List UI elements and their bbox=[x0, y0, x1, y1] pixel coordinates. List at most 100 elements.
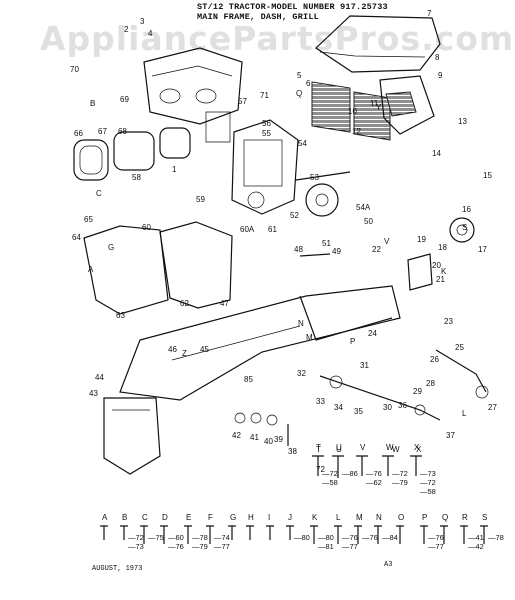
hardware-letter: T bbox=[316, 443, 321, 452]
hardware-ref: —76 bbox=[362, 533, 378, 542]
callout-label: 54 bbox=[298, 139, 307, 148]
hardware-ref: —58 bbox=[322, 478, 338, 487]
hardware-ref: —77 bbox=[342, 542, 358, 551]
hardware-letter: J bbox=[288, 513, 292, 522]
callout-label: 23 bbox=[444, 317, 453, 326]
callout-label: 42 bbox=[232, 431, 241, 440]
hardware-letter: V bbox=[360, 443, 366, 452]
grill-panels bbox=[311, 75, 435, 141]
callout-label: W bbox=[392, 445, 400, 454]
hardware-ref: —76 bbox=[366, 469, 382, 478]
callout-label: 22 bbox=[372, 245, 381, 254]
callout-label: L bbox=[462, 409, 467, 418]
callout-label: 71 bbox=[260, 91, 269, 100]
callout-label: G bbox=[108, 243, 115, 252]
hood-part bbox=[315, 15, 441, 73]
callout-label: 33 bbox=[316, 397, 325, 406]
callout-label: 28 bbox=[426, 379, 435, 388]
callout-label: 1 bbox=[172, 165, 177, 174]
callout-label: X bbox=[416, 445, 422, 454]
hardware-top-row bbox=[312, 455, 422, 478]
diagram-title: ST/12 TRACTOR-MODEL NUMBER 917.25733 bbox=[197, 2, 388, 12]
callout-label: 55 bbox=[262, 129, 271, 138]
hardware-ref: —84 bbox=[382, 533, 398, 542]
callout-label: 12 bbox=[352, 127, 361, 136]
hardware-ref: —78 bbox=[488, 533, 504, 542]
hardware-ref: —75 bbox=[148, 533, 164, 542]
callout-label: 57 bbox=[238, 97, 247, 106]
callout-label: 85 bbox=[244, 375, 253, 384]
callout-label: 37 bbox=[446, 431, 455, 440]
callout-label: 29 bbox=[413, 387, 422, 396]
main-frame bbox=[119, 285, 401, 401]
side-plates bbox=[83, 221, 233, 315]
hardware-letter: G bbox=[230, 513, 237, 522]
callout-label: 47 bbox=[220, 299, 229, 308]
callout-label: B bbox=[90, 99, 96, 108]
callout-label: 69 bbox=[120, 95, 129, 104]
callout-label: 11 bbox=[370, 99, 379, 108]
hardware-ref: —80 bbox=[294, 533, 310, 542]
callout-label: 31 bbox=[360, 361, 369, 370]
hardware-ref: —72 bbox=[392, 469, 408, 478]
callout-label: 6 bbox=[306, 79, 311, 88]
callout-label: 8 bbox=[435, 53, 440, 62]
hardware-bottom-row bbox=[100, 525, 488, 544]
callout-label: 35 bbox=[354, 407, 363, 416]
callout-label: T bbox=[316, 445, 321, 454]
callout-label: 19 bbox=[417, 235, 426, 244]
hardware-letter: C bbox=[142, 513, 148, 522]
hardware-letter: X bbox=[414, 443, 420, 452]
callout-label: 51 bbox=[322, 239, 331, 248]
callout-label: 67 bbox=[98, 127, 107, 136]
hardware-ref: —86 bbox=[342, 469, 358, 478]
callout-label: 72 bbox=[316, 465, 325, 474]
hardware-ref: —72 bbox=[322, 469, 338, 478]
callout-label: 49 bbox=[332, 247, 341, 256]
footer-page: A3 bbox=[384, 561, 393, 569]
callout-label: 27 bbox=[488, 403, 497, 412]
callout-label: 60 bbox=[142, 223, 151, 232]
callout-label: 10 bbox=[348, 107, 357, 116]
hub-assembly bbox=[407, 217, 475, 291]
callout-label: 26 bbox=[430, 355, 439, 364]
fasteners-cluster bbox=[234, 253, 331, 446]
callout-label: 70 bbox=[70, 65, 79, 74]
hardware-letter: B bbox=[122, 513, 128, 522]
engine-block bbox=[205, 111, 299, 215]
hardware-letter: O bbox=[398, 513, 405, 522]
diagram-subtitle: MAIN FRAME, DASH, GRILL bbox=[197, 12, 319, 22]
callout-label: 9 bbox=[438, 71, 443, 80]
hardware-letter: P bbox=[422, 513, 428, 522]
hardware-letter: A bbox=[102, 513, 108, 522]
dash-part bbox=[143, 47, 243, 125]
callout-label: 30 bbox=[383, 403, 392, 412]
hardware-ref: —72 bbox=[128, 533, 144, 542]
hardware-ref: —76 bbox=[428, 533, 444, 542]
hardware-ref: —81 bbox=[318, 542, 334, 551]
callout-label: 58 bbox=[132, 173, 141, 182]
callout-label: 61 bbox=[268, 225, 277, 234]
callout-label: 24 bbox=[368, 329, 377, 338]
callout-label: 48 bbox=[294, 245, 303, 254]
hardware-ref: —62 bbox=[366, 478, 382, 487]
pivot-assembly bbox=[319, 375, 441, 421]
hardware-ref: —72 bbox=[420, 478, 436, 487]
hardware-ref: —78 bbox=[192, 533, 208, 542]
callout-label: 41 bbox=[250, 433, 259, 442]
hardware-ref: —58 bbox=[420, 487, 436, 496]
callout-label: 56 bbox=[262, 119, 271, 128]
callout-label: 15 bbox=[483, 171, 492, 180]
hardware-ref: —79 bbox=[392, 478, 408, 487]
callout-label: 38 bbox=[288, 447, 297, 456]
hardware-ref: —42 bbox=[468, 542, 484, 551]
callout-label: 62 bbox=[180, 299, 189, 308]
callout-label: U bbox=[336, 445, 342, 454]
callout-label: 34 bbox=[334, 403, 343, 412]
callout-label: 68 bbox=[118, 127, 127, 136]
footer-date: AUGUST, 1973 bbox=[92, 565, 143, 573]
hardware-letter: K bbox=[312, 513, 318, 522]
callout-label: P bbox=[350, 337, 356, 346]
